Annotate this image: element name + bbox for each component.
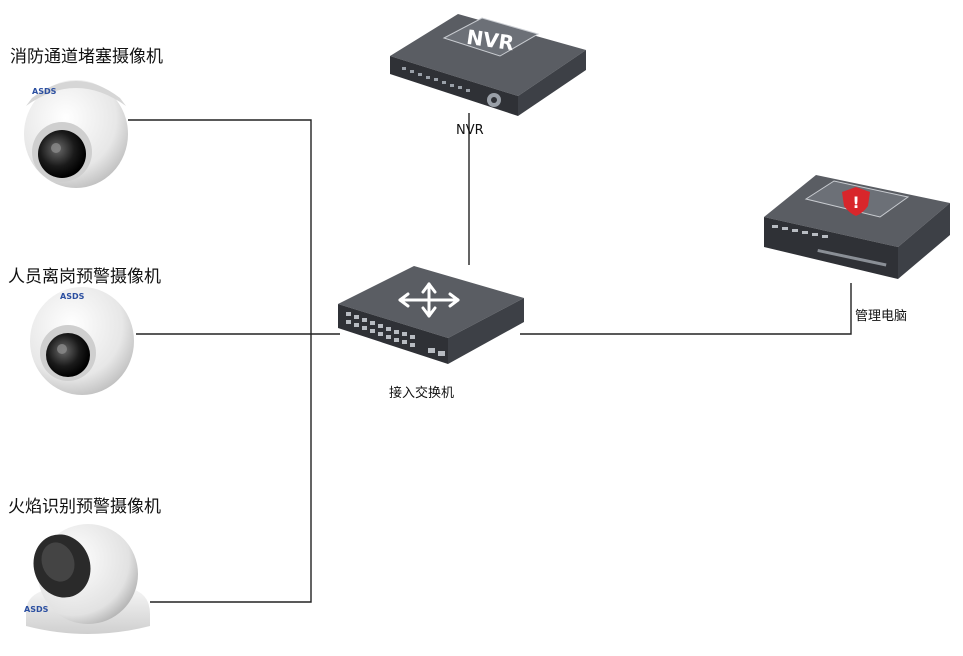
brand-text: ASDS — [32, 87, 57, 96]
cam1-link — [128, 119, 312, 603]
management-pc-icon: ! — [764, 175, 950, 279]
turret-camera-3-icon: ASDS — [24, 524, 150, 634]
alert-shield-icon: ! — [842, 187, 870, 216]
nvr-label: NVR — [456, 123, 484, 138]
switch-arrows-icon — [398, 282, 460, 318]
camera-1-label: 消防通道堵塞摄像机 — [10, 47, 163, 67]
dome-camera-1-icon: ASDS — [24, 80, 128, 188]
dome-camera-2-icon: ASDS — [30, 287, 134, 395]
switch-label: 接入交换机 — [389, 386, 455, 401]
brand-text: ASDS — [60, 292, 85, 301]
camera-2-label: 人员离岗预警摄像机 — [8, 267, 161, 287]
nvr-device-icon: NVR — [390, 14, 586, 116]
camera-3-label: 火焰识别预警摄像机 — [8, 497, 161, 517]
access-switch-icon — [338, 266, 524, 364]
svg-text:!: ! — [852, 193, 859, 212]
pc-link — [520, 283, 852, 335]
brand-text: ASDS — [24, 605, 49, 614]
pc-label: 管理电脑 — [855, 309, 908, 324]
